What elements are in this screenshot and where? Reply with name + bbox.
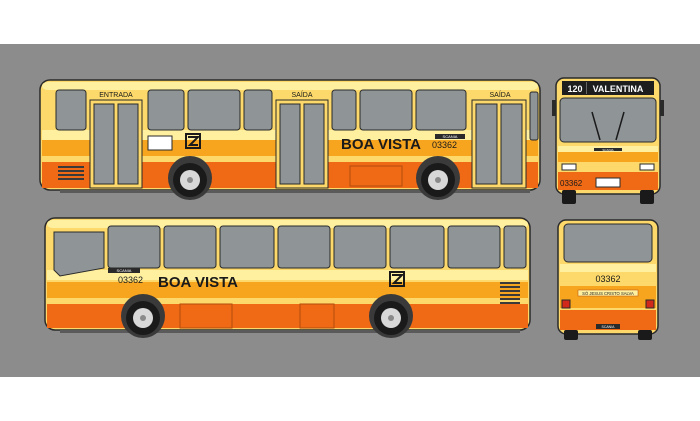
rear-badge: SCANIA xyxy=(601,325,615,329)
model-plate: SCANIA xyxy=(443,134,458,139)
rear-window xyxy=(563,223,653,263)
door-label-saida-2: SAÍDA xyxy=(489,90,510,99)
bottom-company-name: BOA VISTA xyxy=(158,274,238,291)
bus-front-view: 120 VALENTINA SCANIA 03362 xyxy=(552,77,664,204)
front-fleet-number: 03362 xyxy=(560,179,583,188)
fleet-number: 03362 xyxy=(432,140,457,150)
bottom-bus-wheel-front xyxy=(121,294,165,338)
destination-text: VALENTINA xyxy=(593,84,644,94)
top-bus-door-entrada xyxy=(89,99,143,189)
bottom-fleet-number: 03362 xyxy=(118,275,143,285)
bottom-bus-wheel-rear xyxy=(369,294,413,338)
route-number: 120 xyxy=(567,84,582,94)
top-bus-door-saida-2 xyxy=(471,99,527,189)
rear-fleet-number: 03362 xyxy=(595,274,620,284)
door-label-entrada: ENTRADA xyxy=(99,92,133,99)
tail-light-right xyxy=(645,299,655,309)
bottom-bus-side-view: SCANIA 03362 BOA VISTA xyxy=(44,217,531,338)
door-label-saida-1: SAÍDA xyxy=(291,90,312,99)
rear-slogan: SÓ JESUS CRISTO SALVA xyxy=(582,291,634,296)
windshield xyxy=(559,97,657,143)
headlight-left xyxy=(561,163,577,171)
bottom-company-logo xyxy=(389,271,405,287)
grille-badge: SCANIA xyxy=(602,148,613,152)
company-name: BOA VISTA xyxy=(341,136,421,153)
tail-light-left xyxy=(561,299,571,309)
bottom-model-plate: SCANIA xyxy=(117,268,132,273)
top-bus-wheel-front xyxy=(168,156,212,200)
license-plate xyxy=(595,177,621,188)
top-bus-door-saida-1 xyxy=(275,99,329,189)
bus-rear-view: 03362 SÓ JESUS CRISTO SALVA SCANIA xyxy=(557,219,659,340)
destination-sign xyxy=(562,81,654,95)
top-bus-side-view: ENTRADA SAÍDA SAÍDA BOA VISTA SCANIA 033… xyxy=(39,79,541,200)
route-info-placard xyxy=(147,135,173,151)
company-logo xyxy=(185,133,201,149)
top-bus-wheel-rear xyxy=(416,156,460,200)
headlight-right xyxy=(639,163,655,171)
